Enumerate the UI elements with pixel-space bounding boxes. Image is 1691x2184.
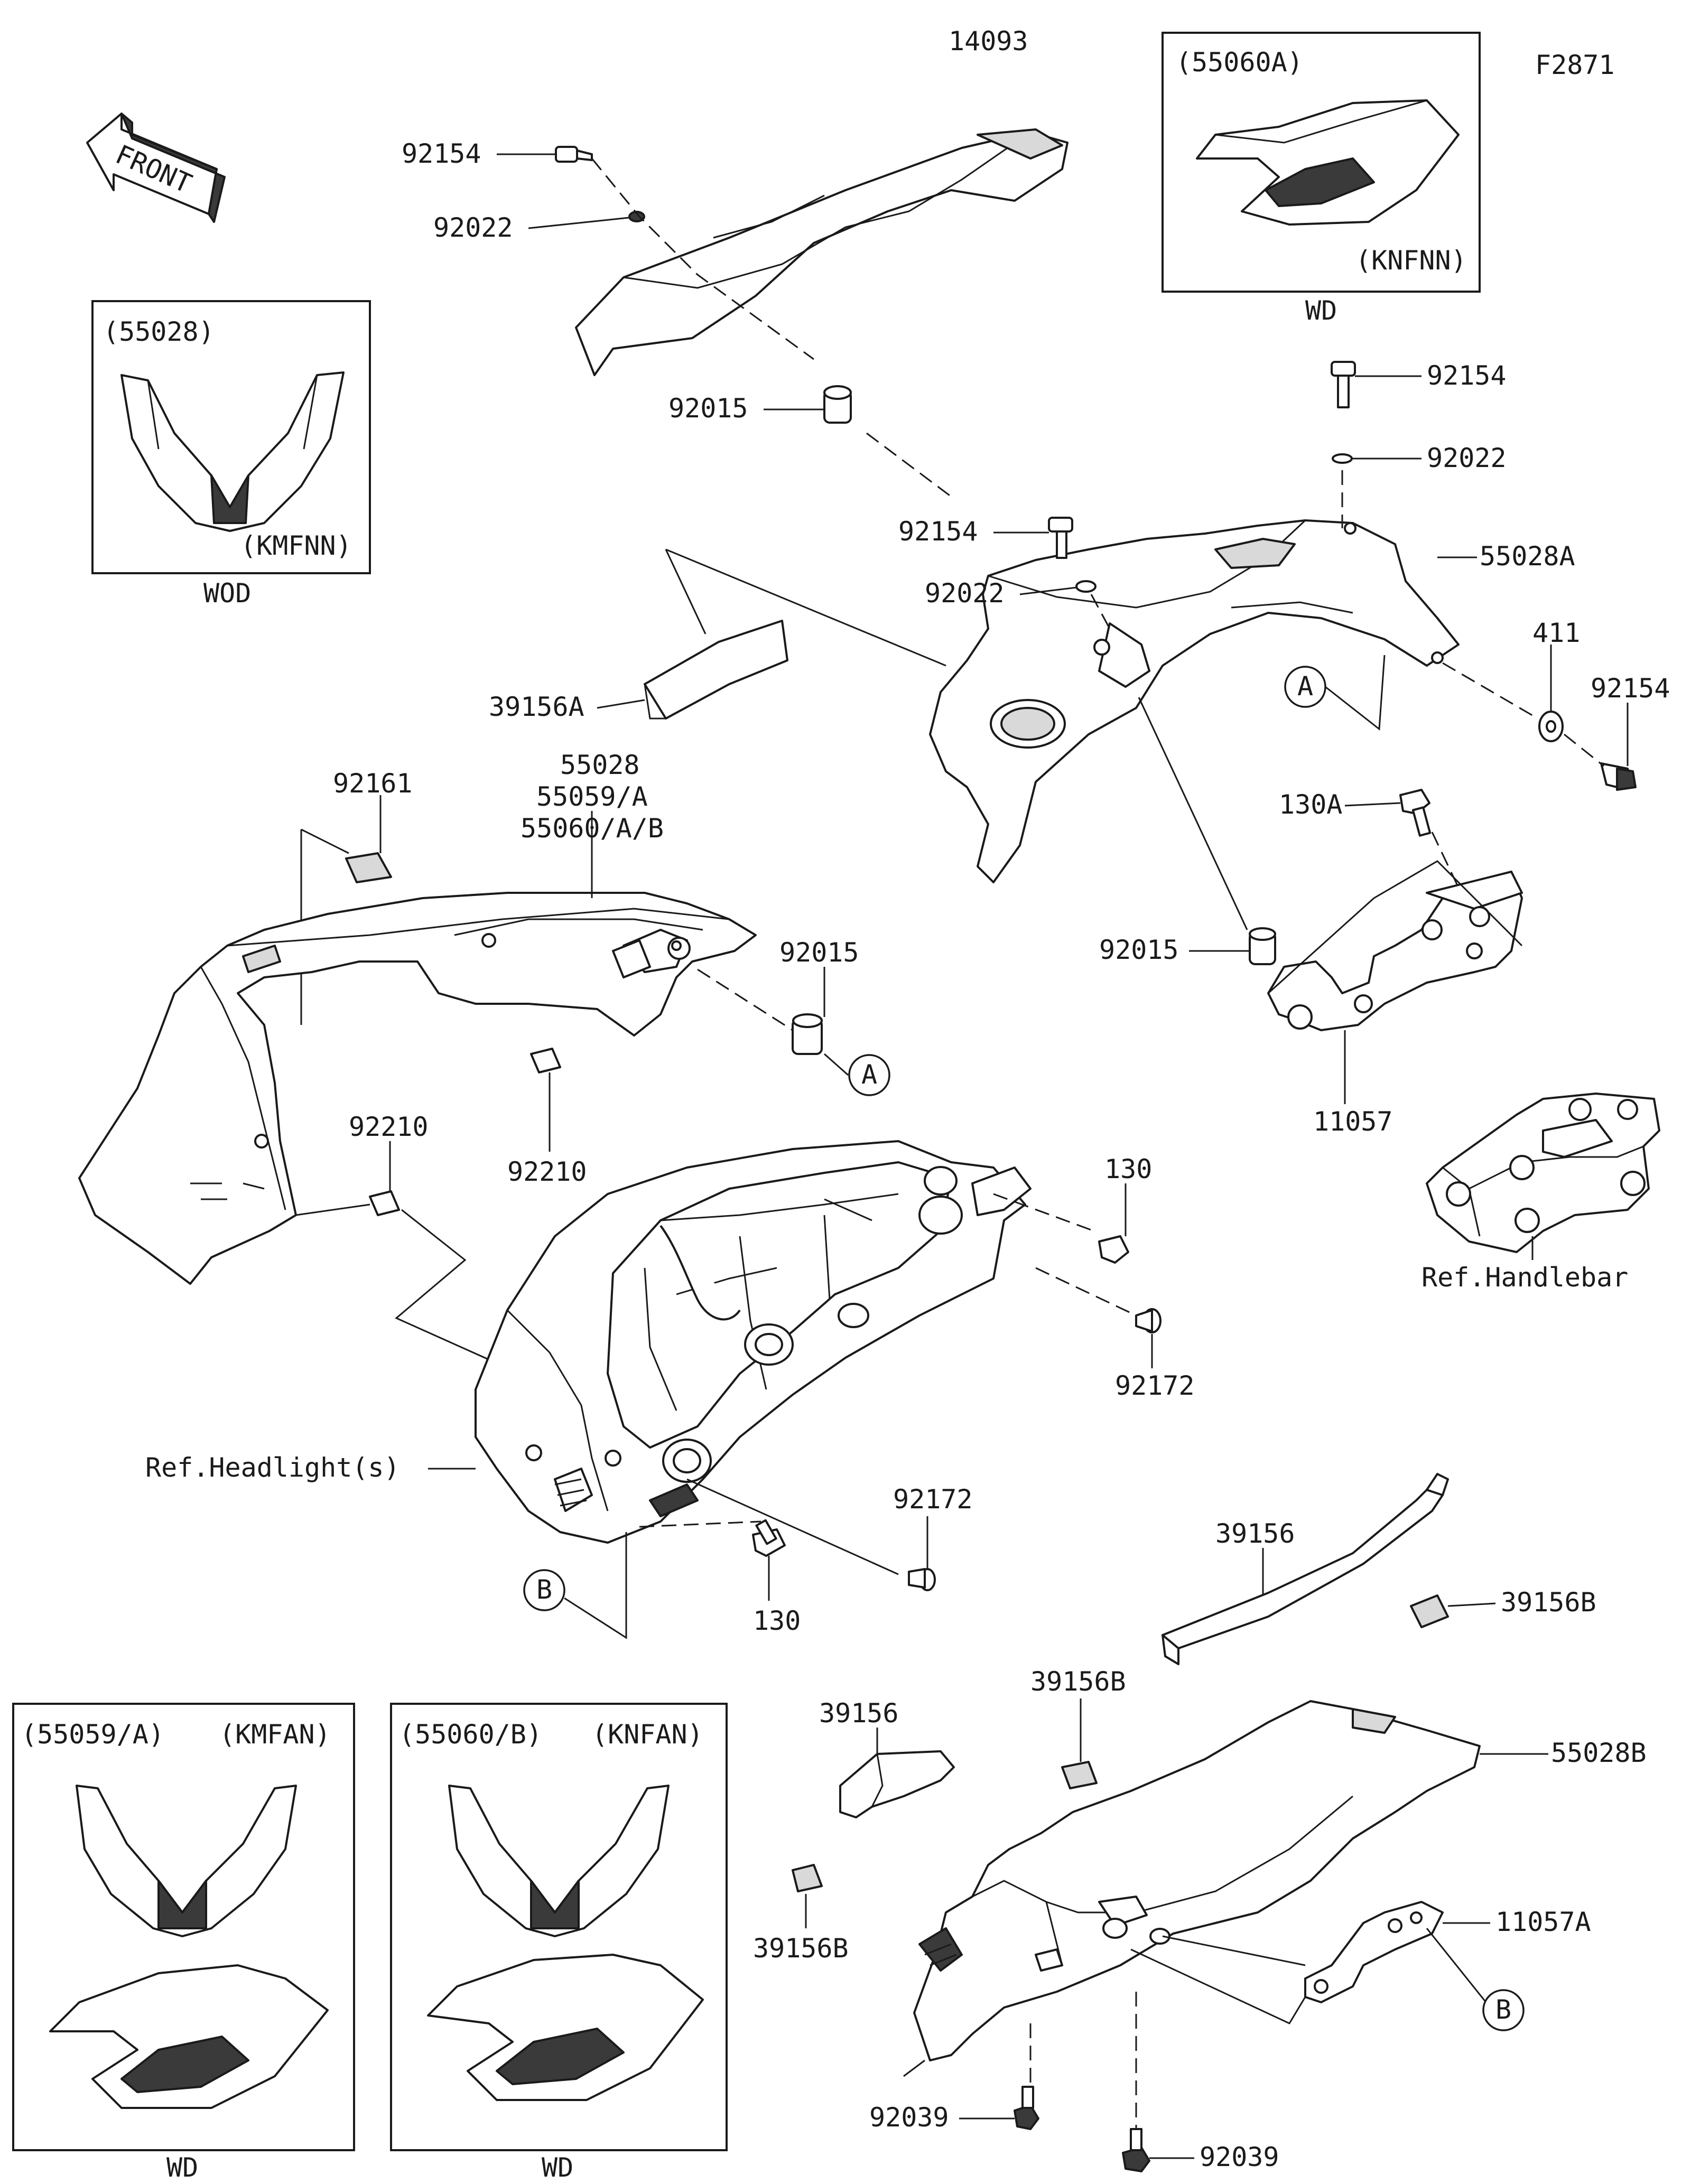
label-92210: 92210	[507, 1156, 587, 1187]
label-92161: 92161	[333, 768, 413, 799]
label-39156a: 39156A	[489, 692, 584, 722]
clip-92039-left	[959, 2023, 1039, 2130]
label-92154: 92154	[402, 138, 481, 169]
clip-92039-right	[1122, 1992, 1194, 2172]
marker-b-right: B	[1482, 1989, 1525, 2031]
inset-part-label: (55028)	[103, 316, 215, 347]
collar-92015-right	[1138, 697, 1276, 965]
screw-92154-mid	[993, 517, 1111, 629]
marker-a-mid: A	[848, 1054, 890, 1096]
part-55028b-lower-cover	[903, 1700, 1548, 2077]
label-55028b: 55028B	[1551, 1738, 1647, 1768]
part-11057a-bracket	[1130, 1901, 1491, 2024]
bolt-130-bottom	[752, 1519, 786, 1601]
collar-92015-top	[764, 385, 952, 498]
part-11057-bracket	[1267, 860, 1523, 1104]
inset-55060b: (55060/B) (KNFAN) WD	[390, 1703, 728, 2183]
part-55028-upper-cowl	[78, 811, 757, 1285]
pad-39156b-left	[792, 1864, 823, 1928]
pad-39156-left	[839, 1728, 955, 1818]
label-11057a: 11057A	[1495, 1907, 1591, 1937]
screw-92154-right-top	[1331, 361, 1421, 528]
inset-variant-label: (KMFAN)	[219, 1719, 331, 1750]
bolt-130a	[1344, 789, 1460, 888]
label-92154: 92154	[1591, 673, 1670, 704]
inset-caption: WD	[166, 2152, 198, 2183]
figure-code: F2871	[1535, 50, 1615, 80]
pad-39156b-right	[1410, 1594, 1496, 1628]
label-39156: 39156	[819, 1698, 899, 1729]
label-55028: 55028	[560, 750, 640, 780]
bolt-130-right	[1098, 1183, 1129, 1264]
label-92210: 92210	[349, 1112, 429, 1142]
label-92015: 92015	[1099, 935, 1179, 965]
inset-variant-label: (KMFNN)	[240, 530, 352, 561]
clip-92210-mid	[530, 1048, 561, 1152]
label-92172: 92172	[1115, 1370, 1195, 1401]
label-92154: 92154	[1427, 360, 1507, 391]
clip-92210-left	[295, 1141, 550, 1388]
marker-a-label: A	[861, 1059, 877, 1090]
label-130: 130	[753, 1606, 801, 1636]
pad-39156-right	[1162, 1473, 1449, 1665]
label-92039: 92039	[869, 2102, 949, 2133]
screw-92154-top	[497, 146, 814, 360]
label-55059a: 55059/A	[536, 781, 648, 812]
inset-part-label: (55059/A)	[21, 1719, 164, 1750]
label-55028a: 55028A	[1480, 541, 1575, 572]
marker-a-label: A	[1297, 671, 1313, 702]
label-92154: 92154	[898, 516, 978, 547]
label-14093: 14093	[949, 26, 1028, 57]
pad-39156b-center	[1061, 1698, 1098, 1789]
marker-b-lower: B	[523, 1532, 627, 1639]
marker-b-label: B	[536, 1574, 552, 1605]
screw-92154-right-bottom	[1564, 703, 1637, 791]
washer-411	[1442, 645, 1564, 742]
pad-39156a	[597, 548, 946, 720]
label-39156b: 39156B	[1501, 1587, 1596, 1618]
label-411: 411	[1532, 618, 1580, 648]
inset-caption: WD	[542, 2152, 573, 2183]
collar-92015-mid	[697, 967, 849, 1076]
inset-caption: WOD	[203, 578, 251, 609]
label-55060ab: 55060/A/B	[521, 813, 664, 844]
screw-92172-bottom	[908, 1516, 936, 1591]
label-130: 130	[1104, 1154, 1152, 1184]
part-55028a-inner-cover	[929, 519, 1460, 883]
inset-caption: WD	[1305, 295, 1337, 326]
label-11057: 11057	[1313, 1106, 1393, 1137]
inset-variant-label: (KNFNN)	[1355, 245, 1467, 276]
marker-a-upper: A	[1284, 655, 1386, 731]
inset-55060a: (55060A) (KNFNN) WD	[1162, 32, 1481, 326]
part-14093-visor	[575, 128, 1069, 376]
label-ref-handlebar: Ref.Handlebar	[1421, 1262, 1628, 1293]
label-92039: 92039	[1200, 2142, 1279, 2172]
label-92022: 92022	[433, 212, 513, 243]
label-ref-headlight: Ref.Headlight(s)	[145, 1452, 400, 1483]
ref-headlight-assembly	[428, 1140, 1094, 1575]
label-92022: 92022	[1427, 443, 1507, 473]
inset-part-label: (55060/B)	[399, 1719, 542, 1750]
label-92015: 92015	[779, 937, 859, 968]
inset-variant-label: (KNFAN)	[592, 1719, 703, 1750]
inset-part-label: (55060A)	[1176, 47, 1303, 78]
screw-92172-right	[1035, 1267, 1162, 1368]
inset-55028: (55028) (KMFNN) WOD	[91, 300, 371, 609]
callout-labels: 14093 92154 92022 92015 92154 92022 9215…	[145, 26, 1670, 2172]
tag-92161	[300, 795, 392, 1025]
front-arrow-icon: FRONT	[86, 113, 226, 223]
label-130a: 130A	[1279, 789, 1342, 820]
marker-b-label: B	[1495, 1994, 1511, 2025]
label-92172: 92172	[893, 1484, 973, 1515]
label-92015: 92015	[668, 393, 748, 424]
label-39156b: 39156B	[1030, 1666, 1126, 1697]
ref-handlebar-part	[1426, 1093, 1660, 1260]
label-39156: 39156	[1215, 1518, 1295, 1549]
inset-55059a: (55059/A) (KMFAN) WD	[12, 1703, 355, 2183]
label-39156b: 39156B	[753, 1933, 849, 1964]
label-92022: 92022	[925, 578, 1005, 609]
